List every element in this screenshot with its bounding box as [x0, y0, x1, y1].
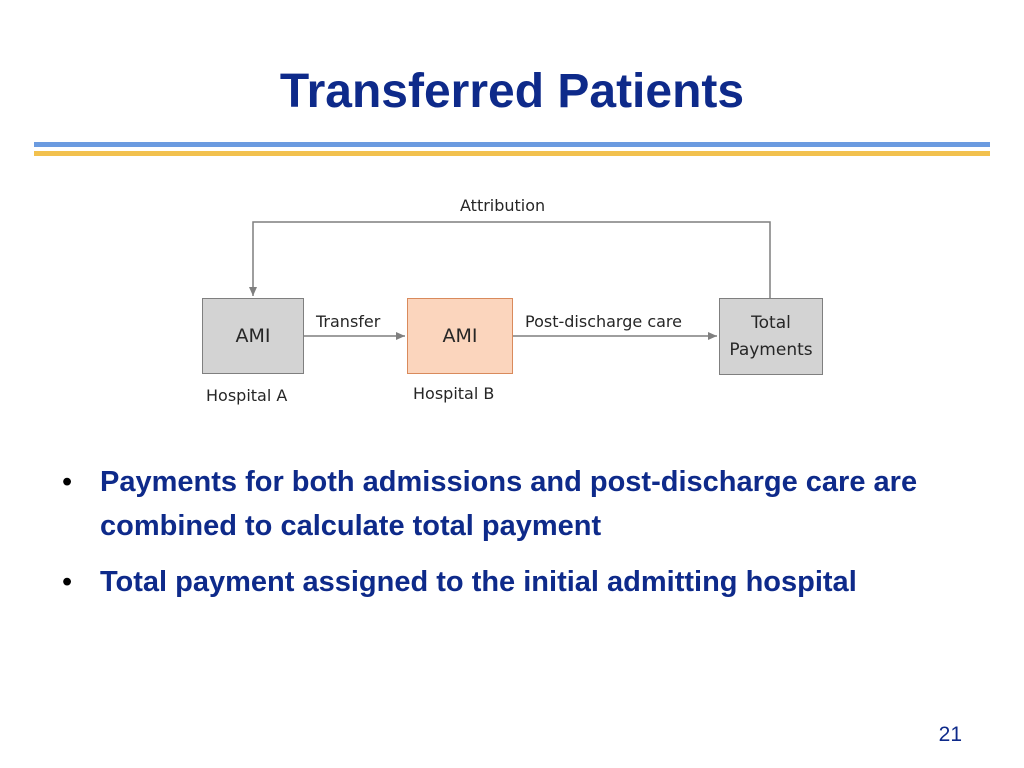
- total-payments-line2: Payments: [729, 339, 813, 360]
- bullet-list: • Payments for both admissions and post-…: [62, 460, 962, 604]
- title-divider-yellow: [34, 151, 990, 156]
- hospital-a-box: AMI: [202, 298, 304, 374]
- bullet-item: • Payments for both admissions and post-…: [62, 460, 962, 548]
- hospital-b-caption: Hospital B: [413, 384, 495, 403]
- transfer-diagram: Attribution Transfer Post-discharge care…: [190, 190, 840, 420]
- slide-title: Transferred Patients: [279, 65, 745, 118]
- bullet-marker: •: [62, 566, 73, 598]
- bullet-marker: •: [62, 466, 73, 498]
- bullet-text: Total payment assigned to the initial ad…: [100, 566, 857, 598]
- bullet-text: Payments for both admissions and post-di…: [100, 466, 918, 542]
- title-divider-blue: [34, 142, 990, 147]
- bullet-item: • Total payment assigned to the initial …: [62, 560, 962, 604]
- hospital-a-caption: Hospital A: [206, 386, 288, 405]
- hospital-b-text: AMI: [442, 325, 478, 347]
- total-payments-box: Total Payments: [719, 298, 823, 375]
- post-discharge-label: Post-discharge care: [525, 312, 682, 331]
- attribution-arrow: [249, 221, 771, 298]
- page-number: 21: [938, 723, 962, 746]
- total-payments-line1: Total: [751, 312, 791, 333]
- transfer-label: Transfer: [316, 312, 381, 331]
- attribution-label: Attribution: [460, 196, 546, 215]
- hospital-b-box: AMI: [407, 298, 513, 374]
- hospital-a-text: AMI: [235, 325, 271, 347]
- diagram-connectors: [249, 221, 771, 340]
